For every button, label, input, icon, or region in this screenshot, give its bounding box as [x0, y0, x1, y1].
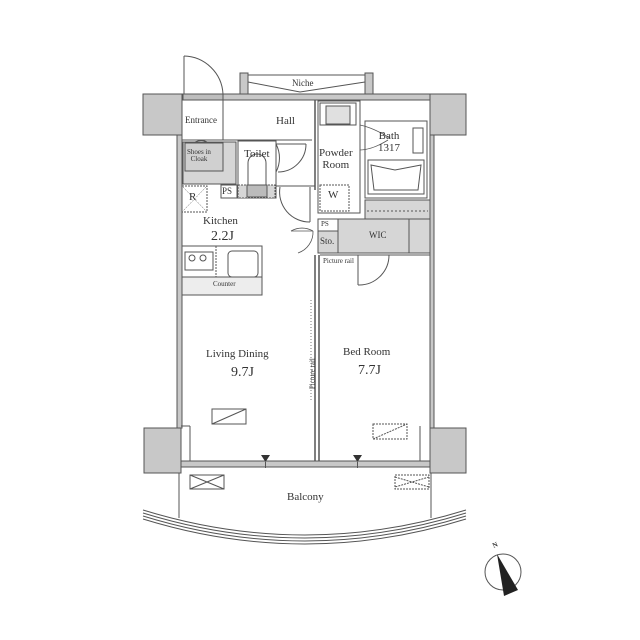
niche-label: Niche [292, 78, 314, 88]
wall-left [176, 134, 183, 429]
shoes-cloak-line1: Shoes in [187, 148, 211, 156]
shoes-cloak-line2: Cloak [190, 155, 208, 164]
ps-powder-label: PS [321, 220, 329, 228]
living-dining-area: 9.7J [231, 365, 254, 380]
bath-label: Bath 1317 [378, 130, 400, 154]
counter-label: Counter [213, 280, 236, 288]
toilet-label: Toilet [244, 148, 270, 160]
picture-rail-ld-label: Picture rail [308, 358, 317, 390]
wic-label: WIC [369, 230, 387, 240]
storage-label: Sto. [320, 236, 335, 246]
bath-name: Bath [378, 130, 400, 142]
north-arrow-icon [484, 553, 522, 596]
hall-label: Hall [276, 115, 295, 127]
wall-right [429, 134, 435, 429]
refrigerator-label: R [189, 191, 197, 203]
kitchen-label: Kitchen [203, 215, 238, 227]
bed-room-label: Bed Room [343, 346, 391, 358]
picture-rail-bed-label: Picture rail [323, 257, 354, 265]
living-dining-label: Living Dining [206, 348, 269, 360]
entrance-label: Entrance [185, 115, 217, 125]
column-bottom-left [143, 427, 182, 474]
wall-top [181, 93, 431, 101]
column-bottom-right [429, 427, 467, 474]
bath-size: 1317 [378, 141, 400, 154]
shoes-cloak-label: Shoes in Cloak [187, 148, 211, 164]
powder-room-line2: Room [322, 158, 350, 171]
ps-toilet-label: PS [222, 186, 233, 196]
powder-room-line1: Powder [319, 147, 353, 159]
column-top-left [142, 93, 183, 136]
column-top-right [429, 93, 467, 136]
powder-room-label: Powder Room [319, 147, 353, 171]
bed-room-area: 7.7J [358, 363, 381, 378]
washer-label: W [328, 189, 339, 201]
balcony-label: Balcony [287, 491, 324, 503]
kitchen-area: 2.2J [211, 229, 234, 244]
